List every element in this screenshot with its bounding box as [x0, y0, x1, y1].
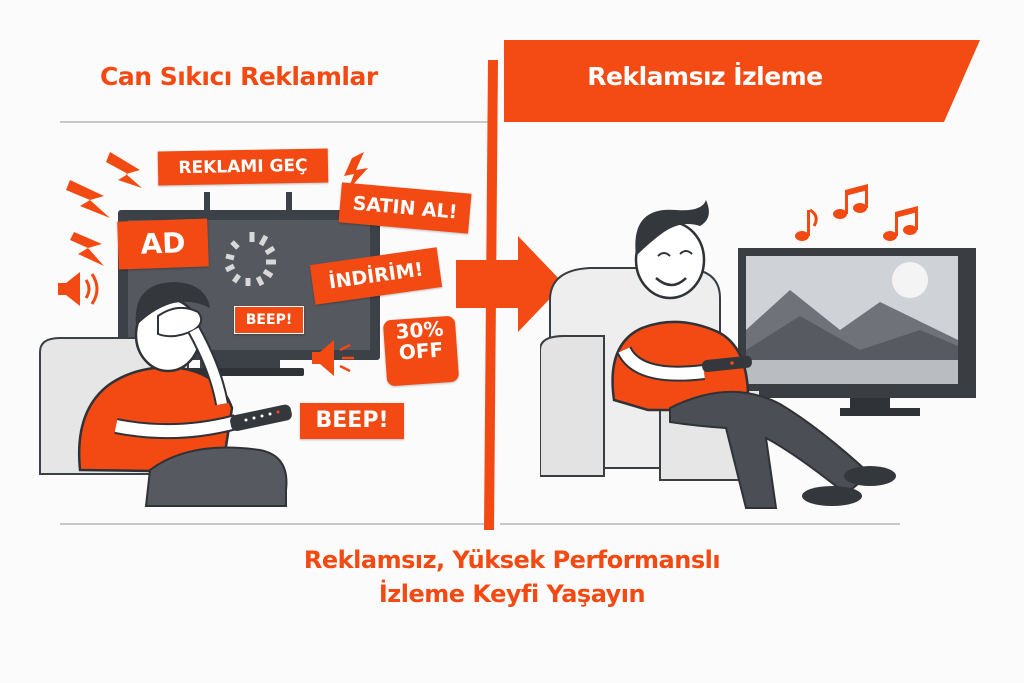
beep-large-label: BEEP! [300, 403, 404, 439]
happy-viewer-illustration [540, 184, 976, 509]
right-title-banner [504, 40, 980, 122]
ad-label: AD [117, 218, 209, 270]
percent-off-bottom: OFF [398, 337, 444, 365]
footer-line-1: Reklamsız, Yüksek Performanslı [303, 546, 721, 574]
speaker-icon [58, 272, 99, 306]
footer-line-2: İzleme Keyfi Yaşayın [378, 580, 646, 608]
percent-off-bubble: 30% OFF [382, 315, 460, 387]
bottom-divider-right [500, 523, 900, 525]
left-title-divider [60, 121, 492, 123]
skip-ad-label: REKLAMI GEÇ [157, 148, 329, 186]
loading-spinner-icon [224, 232, 276, 287]
bottom-divider-left [60, 523, 484, 525]
lightning-icon [66, 152, 368, 266]
beep-small-label: BEEP! [234, 306, 304, 334]
right-panel-title: Reklamsız İzleme [587, 62, 823, 91]
music-notes-icon [795, 184, 918, 241]
arrow-right-icon [456, 236, 564, 332]
left-panel-title: Can Sıkıcı Reklamlar [100, 62, 378, 91]
footer-tagline: Reklamsız, Yüksek Performanslı İzleme Ke… [0, 543, 1024, 611]
speaker-icon-2 [312, 340, 354, 376]
